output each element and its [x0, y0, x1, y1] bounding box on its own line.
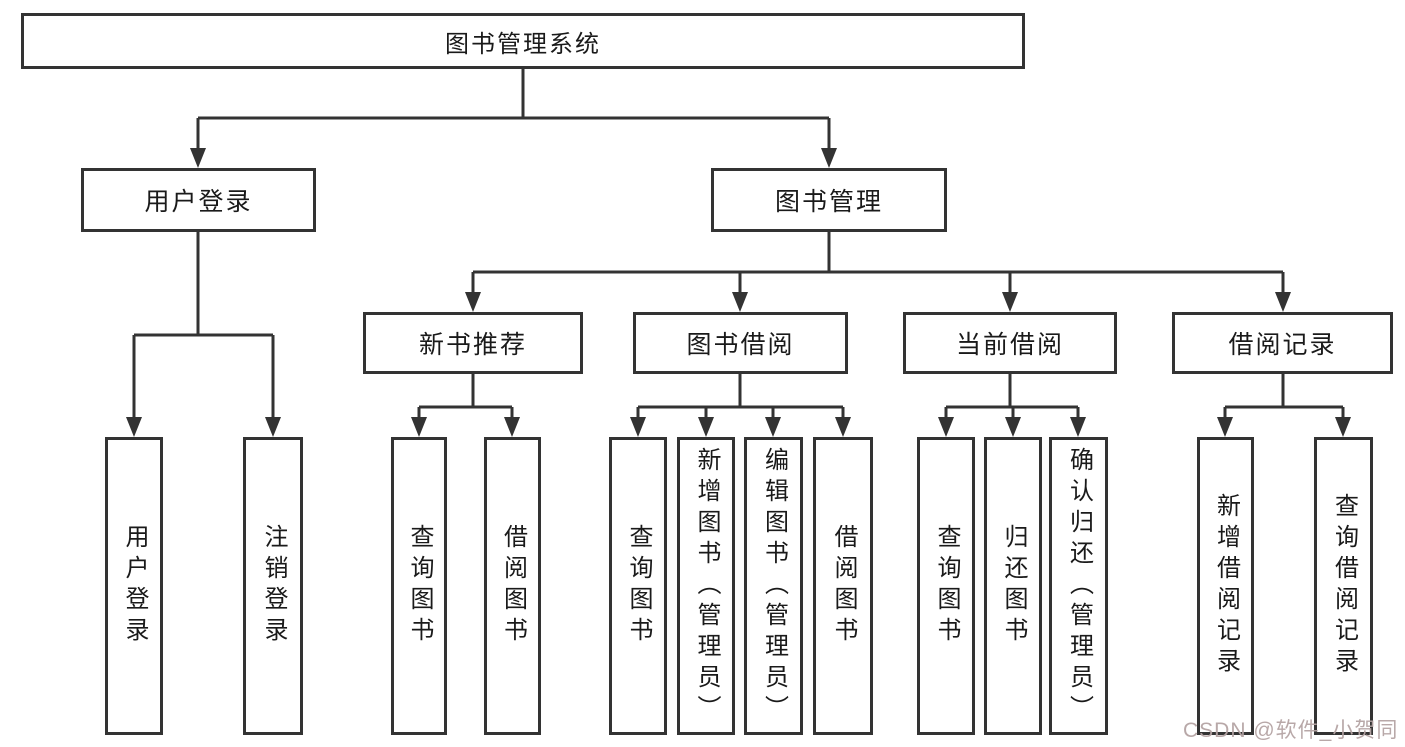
node-root-library-system: 图书管理系统 — [21, 13, 1025, 69]
arrowhead-icon — [126, 417, 142, 437]
leaf-confirm-return-admin: 确认归还（管理员） — [1049, 437, 1108, 735]
connector-borrow-records-group — [1223, 374, 1345, 419]
node-book-borrowing: 图书借阅 — [633, 312, 848, 374]
csdn-watermark: CSDN @软件_小贺同学 — [1183, 719, 1399, 742]
connector-book-borrow-group — [636, 374, 845, 419]
leaf-borrow-books-borrowing: 借阅图书 — [813, 437, 873, 735]
leaf-logout: 注销登录 — [243, 437, 303, 735]
leaf-borrow-books-recommend: 借阅图书 — [484, 437, 541, 735]
node-book-management: 图书管理 — [711, 168, 947, 232]
arrowhead-icon — [630, 417, 646, 437]
leaf-return-books: 归还图书 — [984, 437, 1042, 735]
arrowhead-icon — [835, 417, 851, 437]
arrowhead-icon — [821, 148, 837, 168]
node-new-book-recommend: 新书推荐 — [363, 312, 583, 374]
arrowhead-icon — [1217, 417, 1233, 437]
arrowhead-icon — [504, 417, 520, 437]
leaf-query-books-current: 查询图书 — [917, 437, 975, 735]
arrowhead-icon — [938, 417, 954, 437]
arrowhead-icon — [1335, 417, 1351, 437]
connector-new-books-group — [417, 374, 514, 419]
node-borrowing-records: 借阅记录 — [1172, 312, 1393, 374]
connector-user-login-group — [132, 232, 275, 419]
arrowhead-icon — [1005, 417, 1021, 437]
leaf-add-books-admin: 新增图书（管理员） — [677, 437, 735, 735]
node-current-borrowing: 当前借阅 — [903, 312, 1117, 374]
arrowhead-icon — [1002, 292, 1018, 312]
arrowhead-icon — [765, 417, 781, 437]
arrowhead-icon — [1275, 292, 1291, 312]
leaf-query-borrow-record: 查询借阅记录 — [1314, 437, 1373, 735]
arrowhead-icon — [698, 417, 714, 437]
node-user-login: 用户登录 — [81, 168, 316, 232]
arrowhead-icon — [265, 417, 281, 437]
arrowhead-icon — [190, 148, 206, 168]
leaf-user-login: 用户登录 — [105, 437, 163, 735]
arrowhead-icon — [1070, 417, 1086, 437]
connector-root-to-level2 — [196, 69, 831, 150]
leaf-query-books-borrowing: 查询图书 — [609, 437, 667, 735]
arrowhead-icon — [465, 292, 481, 312]
arrowhead-icon — [732, 292, 748, 312]
leaf-query-books-recommend: 查询图书 — [391, 437, 447, 735]
connector-book-mgmt-to-level3 — [471, 232, 1285, 294]
arrowhead-icon — [411, 417, 427, 437]
leaf-add-borrow-record: 新增借阅记录 — [1197, 437, 1254, 735]
connector-current-borrow-group — [944, 374, 1080, 419]
leaf-edit-books-admin: 编辑图书（管理员） — [744, 437, 803, 735]
